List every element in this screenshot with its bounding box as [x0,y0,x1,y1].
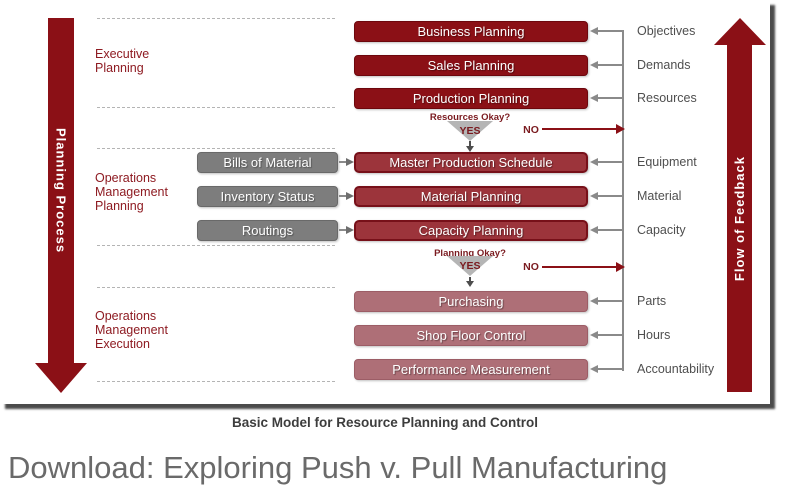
feedback-label-accountability: Accountability [637,362,715,376]
feedback-arrowhead-icon [590,297,598,305]
input-box-bills-of-material: Bills of Material [197,152,338,173]
resource-planning-diagram: Planning Process Flow of Feedback Execut… [35,18,766,393]
yes-arrow-line [469,277,471,282]
decision-triangle-icon [447,256,493,276]
input-arrow-line [339,161,348,163]
feedback-arrowhead-icon [590,365,598,373]
planning-process-arrow: Planning Process [48,18,74,363]
feedback-arrow-line [598,97,623,99]
dashed-separator [97,18,335,19]
no-arrow-line [542,128,616,130]
feedback-arrow-line [598,334,623,336]
download-link[interactable]: Download: Exploring Push v. Pull Manufac… [8,450,668,485]
feedback-arrowhead-icon [590,331,598,339]
feedback-label-demands: Demands [637,58,691,72]
no-arrowhead-icon [616,124,625,134]
decision-resources-okay-question: Resources Okay? [429,112,511,123]
box-production-planning: Production Planning [354,88,588,109]
decision-resources-okay-no: NO [523,124,539,136]
dashed-separator [97,148,335,149]
flow-of-feedback-label: Flow of Feedback [732,155,747,282]
feedback-arrow-line [598,195,623,197]
input-arrowhead-icon [346,226,354,234]
feedback-label-hours: Hours [637,328,671,342]
feedback-label-equipment: Equipment [637,155,697,169]
diagram-caption: Basic Model for Resource Planning and Co… [231,415,539,430]
dashed-separator [97,381,335,382]
section-label-executive-planning: Executive Planning [95,47,150,75]
no-arrowhead-icon [616,262,625,272]
box-shop-floor-control: Shop Floor Control [354,325,588,346]
feedback-arrowhead-icon [590,226,598,234]
feedback-arrowhead-icon [590,158,598,166]
flow-of-feedback-arrowhead-icon [714,18,766,45]
box-material-planning: Material Planning [354,186,588,207]
box-sales-planning: Sales Planning [354,55,588,76]
planning-process-arrowhead-icon [35,363,87,393]
feedback-arrow-line [598,368,623,370]
planning-process-label: Planning Process [53,127,69,254]
feedback-arrow-line [598,161,623,163]
feedback-arrow-line [598,229,623,231]
decision-planning-okay-question: Planning Okay? [434,248,506,259]
input-arrowhead-icon [346,192,354,200]
decision-triangle-icon [447,121,493,141]
feedback-spine-line [622,30,624,371]
feedback-arrowhead-icon [590,61,598,69]
input-arrowhead-icon [346,158,354,166]
feedback-label-material: Material [637,189,682,203]
input-box-routings: Routings [197,220,338,241]
no-arrow-line [542,266,616,268]
box-capacity-planning: Capacity Planning [354,220,588,241]
feedback-label-resources: Resources [637,91,697,105]
dashed-separator [97,245,335,246]
feedback-arrow-line [598,30,623,32]
box-master-production-schedule: Master Production Schedule [354,152,588,173]
dashed-separator [97,107,335,108]
decision-planning-okay-no: NO [523,261,539,273]
flow-of-feedback-arrow: Flow of Feedback [727,45,752,392]
feedback-arrow-line [598,300,623,302]
feedback-label-parts: Parts [637,294,667,308]
feedback-label-capacity: Capacity [637,223,686,237]
input-arrow-line [339,229,348,231]
box-purchasing: Purchasing [354,291,588,312]
feedback-arrowhead-icon [590,94,598,102]
yes-arrowhead-icon [466,146,474,152]
decision-planning-okay-yes: YES [459,260,481,272]
feedback-arrowhead-icon [590,27,598,35]
section-label-operations-management-planning: Operations Management Planning [95,171,168,213]
box-performance-measurement: Performance Measurement [354,359,588,380]
yes-arrowhead-icon [466,281,474,287]
box-business-planning: Business Planning [354,21,588,42]
feedback-label-objectives: Objectives [637,24,696,38]
input-box-inventory-status: Inventory Status [197,186,338,207]
decision-resources-okay-yes: YES [459,125,481,137]
feedback-arrowhead-icon [590,192,598,200]
dashed-separator [97,287,335,288]
section-label-operations-management-execution: Operations Management Execution [95,309,168,351]
input-arrow-line [339,195,348,197]
feedback-arrow-line [598,64,623,66]
yes-arrow-line [469,141,471,146]
